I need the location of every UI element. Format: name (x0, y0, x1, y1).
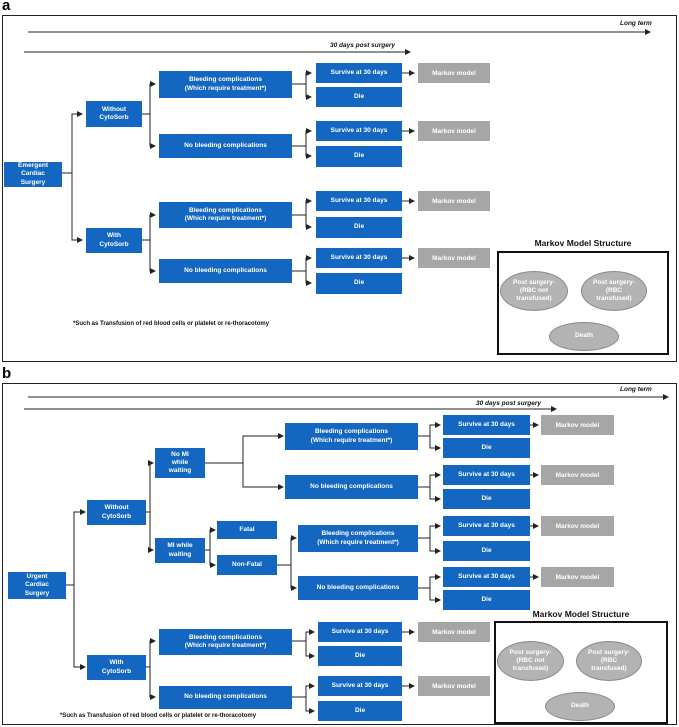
markov-structure-title-a: Markov Model Structure (534, 238, 632, 248)
die-node-a4[interactable]: Die (316, 273, 402, 294)
survive-node-a4[interactable]: Survive at 30 days (316, 248, 402, 268)
bleeding-node-b2[interactable]: Bleeding complications (Which require tr… (298, 525, 418, 552)
urgent-surgery-node[interactable]: Urgent Cardiac Surgery (8, 572, 66, 599)
die-node-b5[interactable]: Die (318, 646, 402, 666)
markov-node-b2[interactable]: Markov model (541, 465, 614, 485)
markov-node-a4[interactable]: Markov model (418, 248, 490, 268)
state-rbc-transfused-a: Post surgery- (RBC transfused) (581, 271, 647, 311)
markov-node-a2[interactable]: Markov model (418, 121, 490, 141)
markov-node-b3[interactable]: Markov model (541, 516, 614, 536)
no-bleeding-node-b3[interactable]: No bleeding complications (159, 686, 292, 709)
markov-node-b5[interactable]: Markov model (418, 622, 490, 642)
die-node-a1[interactable]: Die (316, 87, 402, 107)
markov-structure-title-b: Markov Model Structure (532, 609, 630, 619)
bleeding-node-b1[interactable]: Bleeding complications (Which require tr… (285, 423, 418, 450)
survive-node-b6[interactable]: Survive at 30 days (318, 676, 402, 696)
markov-node-b1[interactable]: Markov model (541, 415, 614, 435)
no-bleeding-node-b1[interactable]: No bleeding complications (285, 475, 418, 499)
state-rbc-transfused-b: Post surgery- (RBC transfused) (576, 641, 642, 681)
with-cytosorb-node-a[interactable]: With CytoSorb (86, 228, 142, 253)
survive-node-a2[interactable]: Survive at 30 days (316, 121, 402, 141)
markov-node-a3[interactable]: Markov model (418, 191, 490, 211)
thirty-days-label-a: 30 days post surgery (330, 42, 396, 49)
state-rbc-not-transfused-b: Post surgery- (RBC not transfused) (497, 641, 564, 681)
no-bleeding-node-a1[interactable]: No bleeding complications (159, 134, 292, 158)
mi-node[interactable]: MI while waiting (155, 538, 205, 563)
long-term-label-a: Long term (620, 20, 652, 27)
survive-node-b2[interactable]: Survive at 30 days (443, 465, 530, 485)
without-cytosorb-node-a[interactable]: Without CytoSorb (86, 101, 142, 127)
die-node-b1[interactable]: Die (443, 438, 530, 458)
no-bleeding-node-a2[interactable]: No bleeding complications (159, 259, 292, 283)
die-node-b3[interactable]: Die (443, 541, 530, 561)
die-node-b4[interactable]: Die (443, 590, 530, 610)
state-rbc-not-transfused-a: Post surgery- (RBC not transfused) (500, 271, 568, 311)
panel-b-label: b (2, 365, 12, 382)
long-term-label-b: Long term (620, 386, 652, 393)
markov-node-b6[interactable]: Markov model (418, 676, 490, 696)
state-death-a: Death (549, 322, 619, 351)
with-cytosorb-node-b[interactable]: With CytoSorb (87, 655, 146, 680)
die-node-b2[interactable]: Die (443, 489, 530, 509)
die-node-b6[interactable]: Die (318, 701, 402, 721)
nonfatal-node[interactable]: Non-Fatal (217, 555, 277, 575)
die-node-a2[interactable]: Die (316, 146, 402, 167)
no-mi-node[interactable]: No MI while waiting (155, 448, 205, 478)
survive-node-b5[interactable]: Survive at 30 days (318, 622, 402, 642)
bleeding-node-b3[interactable]: Bleeding complications (Which require tr… (159, 629, 292, 655)
survive-node-a1[interactable]: Survive at 30 days (316, 63, 402, 83)
survive-node-b3[interactable]: Survive at 30 days (443, 516, 530, 536)
state-death-b: Death (545, 692, 615, 721)
markov-node-a1[interactable]: Markov model (418, 63, 490, 83)
without-cytosorb-node-b[interactable]: Without CytoSorb (87, 500, 146, 525)
survive-node-b4[interactable]: Survive at 30 days (443, 567, 530, 587)
footnote-b: *Such as Transfusion of red blood cells … (60, 713, 257, 719)
markov-node-b4[interactable]: Markov model (541, 567, 614, 587)
panel-a-label: a (2, 0, 11, 14)
survive-node-a3[interactable]: Survive at 30 days (316, 191, 402, 211)
die-node-a3[interactable]: Die (316, 217, 402, 238)
emergent-surgery-node[interactable]: Emergent Cardiac Surgery (4, 162, 62, 187)
thirty-days-label-b: 30 days post surgery (476, 400, 542, 407)
survive-node-b1[interactable]: Survive at 30 days (443, 415, 530, 435)
fatal-node[interactable]: Fatal (217, 521, 277, 539)
footnote-a: *Such as Transfusion of red blood cells … (73, 321, 270, 327)
bleeding-node-a1[interactable]: Bleeding complications (Which require tr… (159, 71, 292, 98)
bleeding-node-a2[interactable]: Bleeding complications (Which require tr… (159, 202, 292, 228)
no-bleeding-node-b2[interactable]: No bleeding complications (298, 576, 418, 600)
